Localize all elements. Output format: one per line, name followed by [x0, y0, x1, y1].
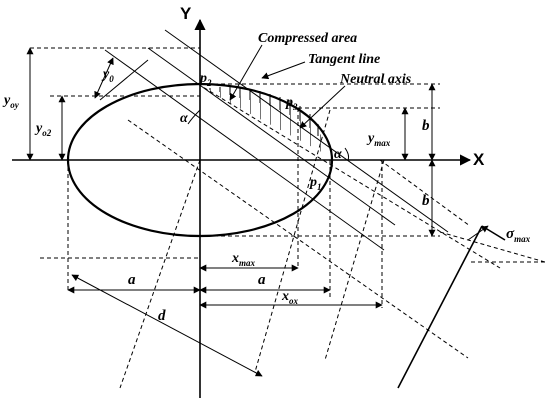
p2-p1-line	[147, 47, 396, 226]
tangent-line-arrow	[261, 61, 306, 80]
y-o2-label: yo2	[34, 121, 52, 138]
y-axis-label: Y	[180, 4, 192, 23]
compressed-area-label: Compressed area	[258, 31, 357, 46]
neutral-axis-arrow	[299, 85, 346, 129]
y-0-label: y0	[101, 67, 114, 84]
alpha-right-label: α	[334, 147, 342, 162]
tangent-line-label: Tangent line	[308, 52, 380, 67]
compressed-area-arrow	[229, 44, 263, 101]
a-left-label: a	[128, 272, 136, 288]
dashed-lines	[30, 47, 546, 389]
b-top-label: b	[422, 118, 430, 134]
d-dim	[71, 274, 263, 377]
alpha-left-label: α	[180, 111, 188, 126]
p1-label: p1	[309, 175, 322, 192]
x-axis-label: X	[473, 150, 485, 169]
stress-diagram	[397, 225, 506, 389]
y-oy-label: yoy	[2, 93, 20, 110]
tangent-line	[164, 29, 449, 233]
sigma-max-arrow	[467, 225, 489, 241]
neutral-axis-label: Neutral axis	[339, 72, 412, 87]
p3-label: p3	[285, 95, 298, 112]
p2-label: p2	[199, 71, 212, 88]
a-right-label: a	[258, 272, 266, 288]
y-0-dim	[94, 57, 114, 99]
sigma-max-label: σmax	[506, 226, 531, 244]
d-label: d	[158, 308, 166, 324]
neutral-axis	[104, 49, 385, 251]
alpha-left-arc	[187, 109, 201, 125]
x-max-label: xmax	[231, 251, 256, 268]
alpha-right-arc	[344, 147, 350, 161]
b-bottom-label: b	[422, 193, 430, 209]
y-max-label: ymax	[366, 131, 391, 148]
x-ox-label: xox	[281, 289, 299, 306]
